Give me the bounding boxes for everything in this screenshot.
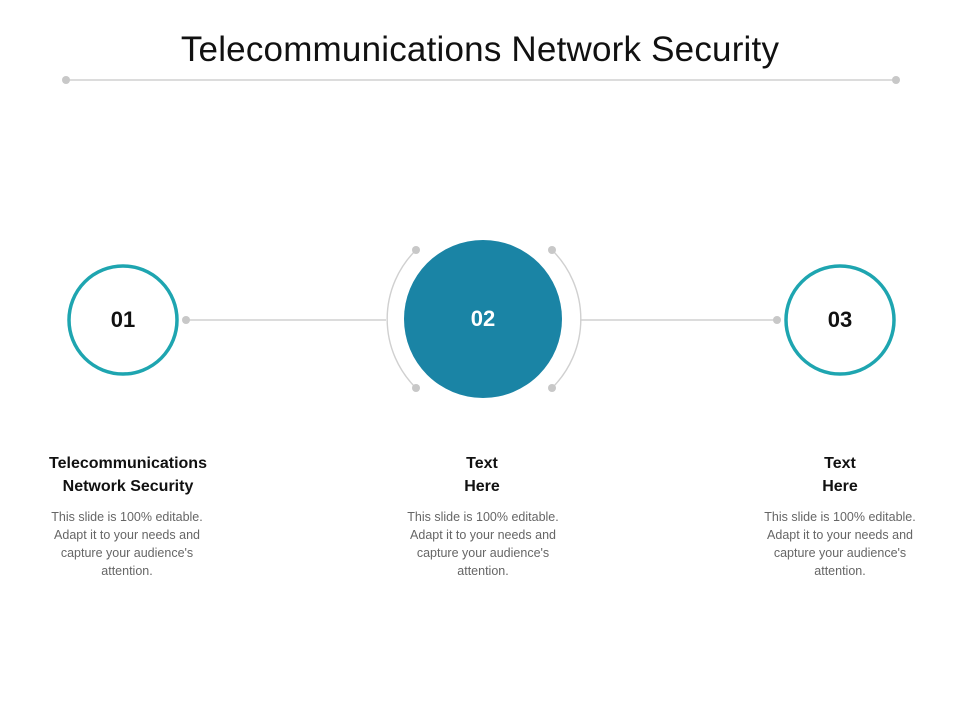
- step-2-heading-line-2: Here: [464, 478, 500, 495]
- step-3-ring: [784, 264, 896, 376]
- slide-title: Telecommunications Network Security: [180, 30, 780, 69]
- step-1-number: 01: [110, 307, 136, 332]
- step-2-right-arc: [551, 249, 582, 389]
- step-1-body: This slide is 100% editable. Adapt it to…: [51, 510, 203, 578]
- step-1-heading: Telecommunications Network Security: [18, 452, 238, 498]
- step-2-heading-line-1: Text: [466, 455, 498, 472]
- step-1-heading-line-1: Telecommunications: [49, 455, 207, 472]
- step-3-heading: Text Here: [730, 452, 950, 498]
- step-2-body: This slide is 100% editable. Adapt it to…: [407, 510, 559, 578]
- divider-right-dot: [892, 76, 900, 84]
- step-3-heading-line-1: Text: [824, 455, 856, 472]
- step-3-heading-line-2: Here: [822, 478, 858, 495]
- divider-left-dot: [62, 76, 70, 84]
- step-2-left-arc: [386, 249, 417, 389]
- arc-dot-bottom-right: [548, 384, 556, 392]
- step-1-heading-line-2: Network Security: [62, 478, 194, 495]
- connector-right-dot: [773, 316, 781, 324]
- arc-dot-bottom-left: [412, 384, 420, 392]
- step-3-body: This slide is 100% editable. Adapt it to…: [764, 510, 916, 578]
- step-2-heading: Text Here: [372, 452, 592, 498]
- step-2-number: 02: [470, 306, 496, 331]
- connector-left-dot: [182, 316, 190, 324]
- step-1-ring: [67, 264, 179, 376]
- arc-dot-top-right: [548, 246, 556, 254]
- step-3-number: 03: [827, 307, 853, 332]
- step-2-filled-circle: [404, 240, 562, 398]
- arc-dot-top-left: [412, 246, 420, 254]
